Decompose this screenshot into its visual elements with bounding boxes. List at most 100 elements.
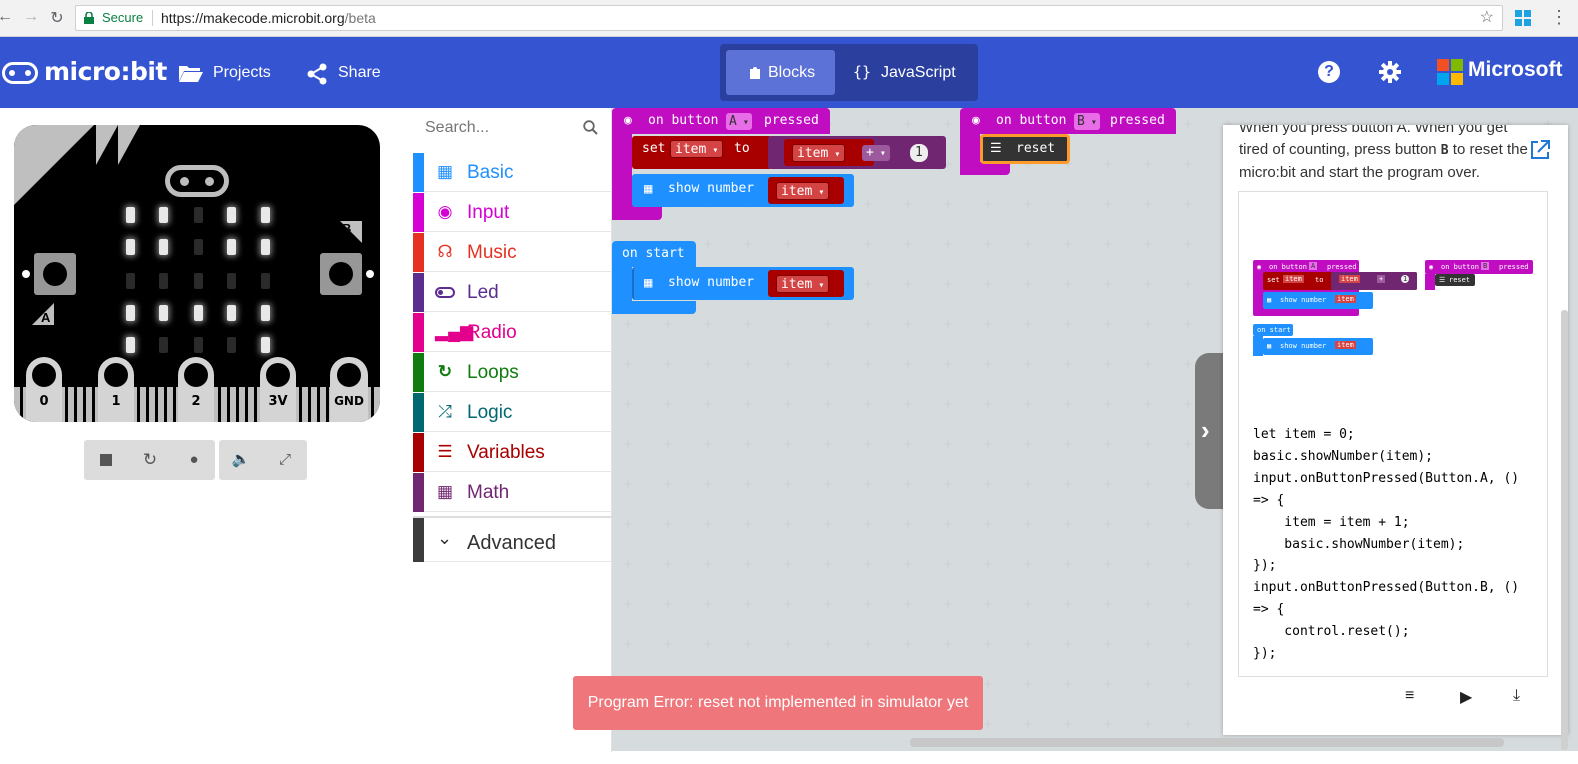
button-a-label: A	[32, 303, 54, 325]
led-4-3	[227, 337, 236, 353]
windows-extension-icon[interactable]	[1515, 10, 1531, 26]
shuffle-icon: ⤮	[438, 402, 452, 421]
category-math[interactable]: ▦Math	[413, 473, 612, 512]
variable-dropdown[interactable]: item	[776, 182, 830, 200]
pin-1[interactable]: 1	[98, 357, 134, 422]
microbit-badge-icon	[2, 62, 38, 84]
microbit-eye-icon	[165, 165, 229, 197]
back-arrow-icon[interactable]: ←	[0, 8, 13, 25]
address-bar[interactable]: Secure https://makecode.microbit.org/bet…	[75, 5, 1503, 31]
tutorial-line: micro:bit and start the program over.	[1239, 164, 1480, 181]
category-label: Basic	[467, 162, 514, 183]
led-2-4	[261, 273, 270, 289]
url-text: https://makecode.microbit.org/beta	[161, 6, 376, 30]
popout-icon[interactable]	[1529, 139, 1551, 161]
target-icon: ◉	[437, 202, 453, 221]
toolbox: ▦Basic ◉ Input ☊Music Led ▂▄▆Radio ↻Loops…	[413, 108, 612, 752]
category-advanced[interactable]: ⌄Advanced	[413, 516, 612, 562]
restart-icon[interactable]: ↻	[142, 450, 158, 469]
block-label: pressed	[1110, 113, 1165, 128]
format-icon[interactable]: ≡	[1405, 687, 1415, 704]
pin-gnd[interactable]: GND	[330, 357, 368, 422]
search-input[interactable]	[425, 116, 575, 140]
category-label: Input	[467, 202, 510, 223]
projects-button[interactable]: Projects	[178, 59, 278, 87]
share-button[interactable]: Share	[306, 59, 386, 87]
block-label: to	[734, 141, 750, 156]
button-dropdown[interactable]: B	[1074, 113, 1100, 130]
category-input[interactable]: ◉ Input	[413, 193, 612, 232]
advanced-label: Advanced	[467, 532, 556, 554]
category-variables[interactable]: ☰Variables	[413, 433, 612, 472]
grid-icon: ▦	[644, 181, 653, 197]
target-icon: ◉	[624, 113, 632, 128]
led-2-3	[227, 273, 236, 289]
sound-icon[interactable]: 🔈	[231, 451, 251, 468]
number-input[interactable]: 1	[910, 144, 928, 162]
microsoft-brand-text[interactable]: Microsoft	[1468, 58, 1563, 81]
category-music[interactable]: ☊Music	[413, 233, 612, 272]
preview-label: ▦	[1267, 296, 1272, 304]
fullscreen-icon[interactable]: ⤢	[278, 451, 291, 468]
pin-2[interactable]: 2	[178, 357, 214, 422]
program-error-toast[interactable]: Program Error: reset not implemented in …	[573, 676, 983, 730]
stop-icon[interactable]	[96, 450, 116, 470]
led-1-4	[261, 239, 270, 255]
preview-label: reset	[1449, 276, 1471, 284]
category-loops[interactable]: ↻Loops	[413, 353, 612, 392]
on-button-a-block[interactable]: ◉ on button A pressed	[612, 108, 830, 220]
folder-open-icon	[179, 66, 203, 82]
forward-arrow-icon[interactable]: →	[23, 8, 39, 25]
reset-block[interactable]	[980, 134, 1070, 164]
javascript-tab[interactable]: {} JavaScript	[844, 50, 972, 95]
led-1-0	[126, 239, 135, 255]
blocks-tab[interactable]: Blocks	[726, 50, 835, 95]
button-b[interactable]	[320, 253, 362, 295]
category-radio[interactable]: ▂▄▆Radio	[413, 313, 612, 352]
browser-menu-icon[interactable]: ⋮	[1550, 7, 1568, 27]
javascript-label: JavaScript	[881, 64, 956, 81]
on-start-block[interactable]: on start ▦ show number item	[612, 241, 854, 314]
tutorial-line: When you press button A. When you get	[1239, 125, 1508, 136]
search-icon[interactable]	[583, 120, 598, 135]
button-dropdown[interactable]: A	[726, 113, 752, 130]
workspace-horizontal-scrollbar[interactable]	[910, 738, 1504, 747]
variable-dropdown[interactable]: item	[670, 140, 724, 158]
pin-0[interactable]: 0	[26, 357, 62, 422]
preview-label: set	[1267, 276, 1280, 284]
led-2-1	[159, 273, 168, 289]
operator-dropdown[interactable]: +	[862, 145, 890, 161]
block-label: show number	[668, 181, 755, 196]
gear-icon[interactable]	[1378, 60, 1402, 84]
preview-label: A	[1309, 262, 1318, 270]
run-icon[interactable]: ▶	[1460, 689, 1473, 706]
category-basic[interactable]: ▦Basic	[413, 153, 612, 192]
pin-3v[interactable]: 3V	[260, 357, 296, 422]
button-a[interactable]	[34, 253, 76, 295]
button-b-label: B	[340, 221, 362, 243]
led-4-2	[194, 337, 203, 353]
target-icon: ◉	[972, 113, 980, 128]
help-icon[interactable]: ?	[1318, 61, 1340, 83]
bookmark-star-icon[interactable]: ☆	[1479, 9, 1494, 26]
led-0-1	[159, 207, 168, 223]
preview-label: ☰	[1439, 276, 1446, 284]
download-icon[interactable]: ⤓	[1513, 687, 1521, 704]
tutorial-scrollbar[interactable]	[1561, 310, 1568, 750]
reload-icon[interactable]: ↻	[50, 10, 64, 27]
blocks-label: Blocks	[768, 64, 816, 81]
led-3-0	[126, 305, 135, 321]
collapse-tutorial-button[interactable]: ›	[1195, 353, 1223, 509]
preview-label: B	[1481, 262, 1490, 270]
preview-label: on start	[1257, 326, 1291, 334]
slow-mo-icon[interactable]: ●	[189, 451, 199, 468]
category-logic[interactable]: ⤮Logic	[413, 393, 612, 432]
category-led[interactable]: Led	[413, 273, 612, 312]
on-button-b-block[interactable]: ◉ on button B pressed ☰ reset	[960, 108, 1176, 175]
show-number-block[interactable]: ▦ show number item	[632, 174, 854, 207]
variable-dropdown[interactable]: item	[776, 275, 830, 293]
microbit-board: A B 0 1 2 3V GND	[14, 125, 380, 422]
set-variable-block[interactable]: set item to item + 1	[632, 136, 946, 169]
projects-label: Projects	[213, 64, 271, 81]
variable-dropdown[interactable]: item	[792, 144, 846, 162]
